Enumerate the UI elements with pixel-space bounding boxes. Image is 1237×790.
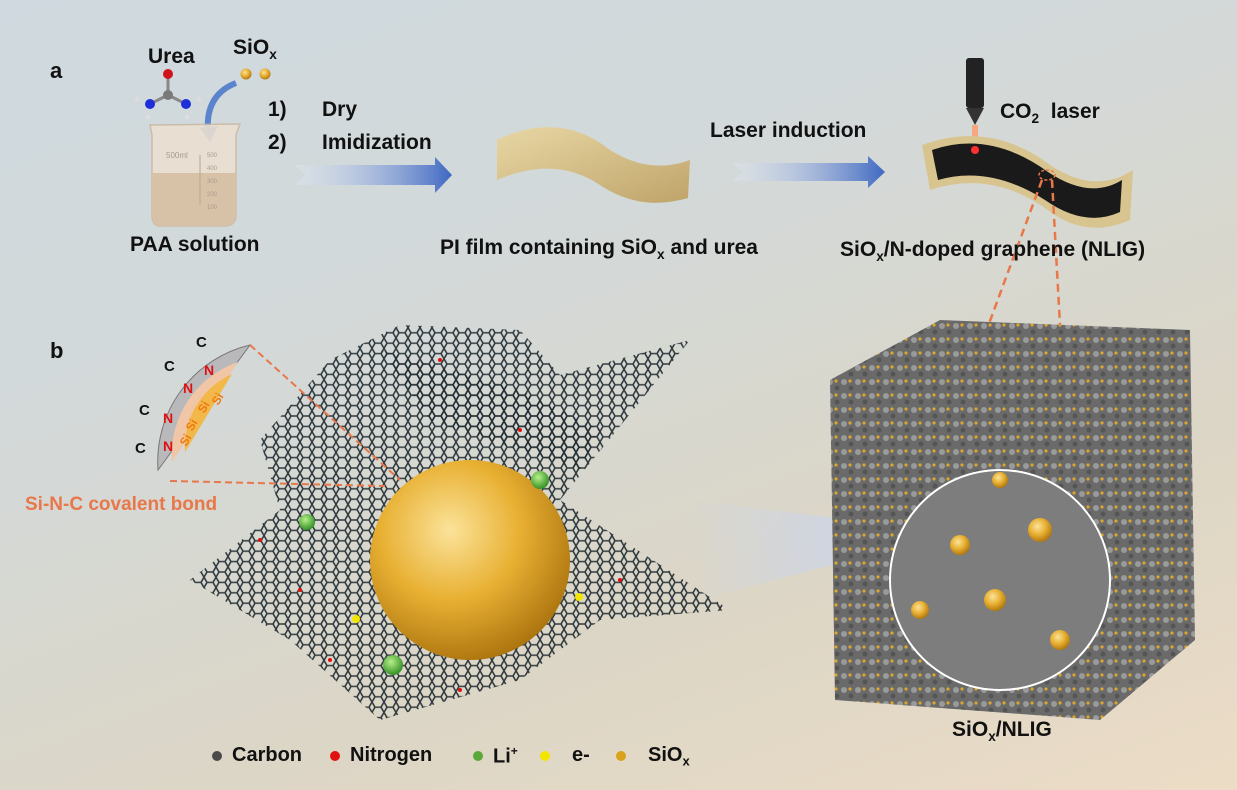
panel-label-a: a bbox=[50, 58, 63, 83]
lithium-dot-icon bbox=[473, 751, 483, 762]
legend-electron: e- bbox=[540, 744, 590, 767]
panel-label-b: b bbox=[50, 338, 64, 363]
nitrogen-dot-icon bbox=[330, 750, 340, 761]
nlig-caption: SiOx/N-doped graphene (NLIG) bbox=[840, 238, 1146, 264]
siox-sphere bbox=[370, 460, 570, 660]
step-imidization: Imidization bbox=[322, 131, 432, 154]
legend-li: Li+ bbox=[473, 744, 518, 769]
lithium-ion-icons bbox=[299, 471, 549, 675]
step-number-1: 1) bbox=[268, 98, 287, 121]
step-number-2: 2) bbox=[268, 131, 287, 154]
laser-induction-label: Laser induction bbox=[710, 119, 867, 142]
covalent-bond-label: Si-N-C covalent bond bbox=[25, 494, 218, 515]
beaker-icon bbox=[149, 123, 242, 227]
paa-solution-caption: PAA solution bbox=[130, 233, 260, 256]
siox-particles-icon bbox=[240, 68, 271, 80]
urea-molecule-icon bbox=[134, 69, 202, 120]
beaker-volume-label: 500ml bbox=[166, 151, 188, 160]
process-arrow-1 bbox=[295, 157, 452, 193]
step-dry: Dry bbox=[322, 98, 358, 121]
siox-nlig-label: SiOx/NLIG bbox=[952, 718, 1052, 744]
nitrogen-atoms bbox=[258, 358, 622, 692]
urea-label: Urea bbox=[148, 45, 195, 68]
legend-nitrogen: Nitrogen bbox=[330, 744, 432, 767]
pi-film-shape bbox=[497, 127, 690, 203]
siox-dot-icon bbox=[616, 751, 626, 762]
siox-label: SiOx bbox=[233, 36, 277, 62]
process-arrow-2 bbox=[733, 156, 885, 188]
legend-siox: SiOx bbox=[616, 744, 690, 769]
carbon-dot-icon bbox=[212, 750, 222, 761]
co2-laser-label: CO2 laser bbox=[1000, 100, 1100, 126]
pi-film-caption: PI film containing SiOx and urea bbox=[440, 236, 758, 262]
electron-icons bbox=[352, 593, 583, 623]
bond-inset bbox=[157, 344, 252, 472]
siox-nlig-cube bbox=[830, 320, 1195, 720]
electron-dot-icon bbox=[540, 750, 550, 761]
legend-carbon: Carbon bbox=[212, 744, 302, 767]
nlig-film-shape bbox=[922, 136, 1133, 228]
